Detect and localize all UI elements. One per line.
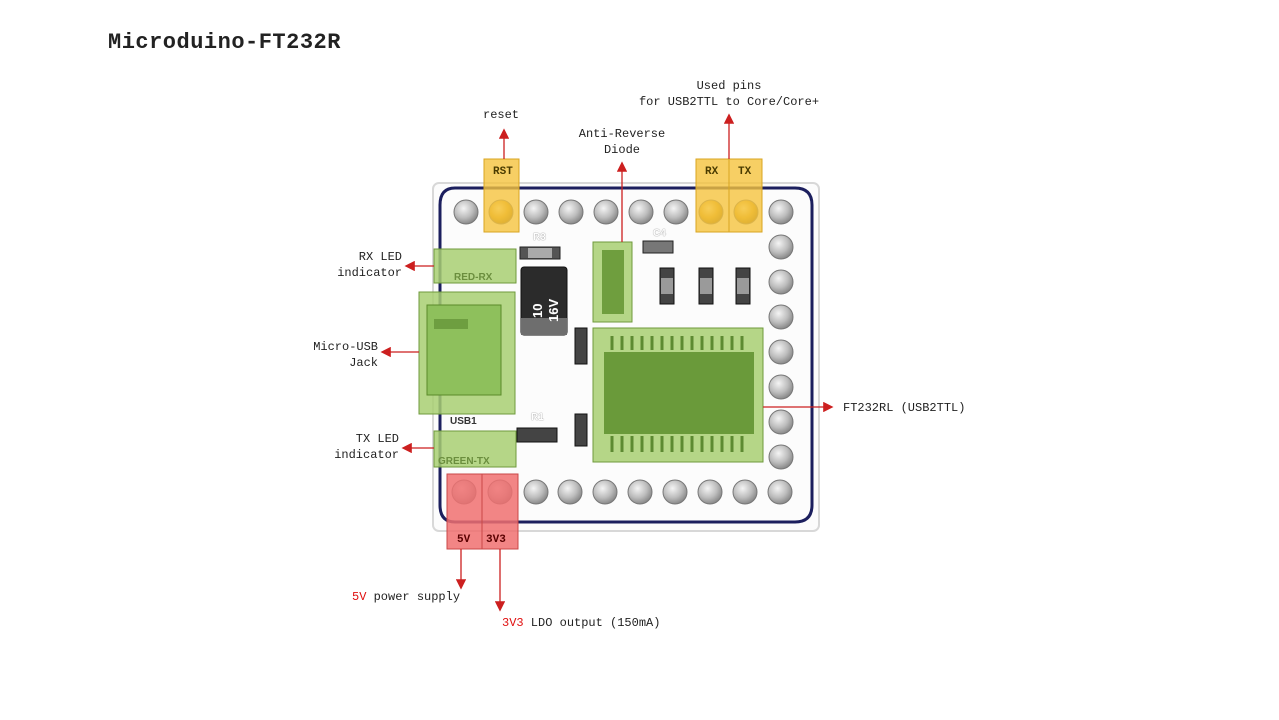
power-5v-prefix: 5V [352,590,367,604]
pcb-outline [438,186,814,524]
anti-reverse-line-2: Diode [603,143,640,157]
used-pins-label: Used pins for USB2TTL to Core/Core+ [619,78,839,110]
silk-c4: C4 [653,228,666,239]
power-5v-label: 5V power supply [352,589,460,605]
used-pins-line-1: Used pins [696,79,762,93]
tx-led-line-1: TX LED [355,432,399,446]
rst-pin-highlight [483,158,520,233]
5v-pin-highlight [446,473,483,550]
reset-label: reset [483,108,520,122]
silk-cap-value-1: 10 [530,303,545,318]
resistor-r4 [516,427,558,443]
used-pins-line-2: for USB2TTL to Core/Core+ [638,95,820,109]
page-title: Microduino-FT232R [108,30,341,55]
rx-led-line-2: indicator [337,266,402,280]
silk-red-rx: RED-RX [454,272,493,283]
capacitor-c3 [574,413,588,447]
silk-green-tx: GREEN-TX [438,456,490,467]
silk-r3: R3 [533,232,546,243]
tx-led-line-2: indicator [334,448,399,462]
rst-pin-label: RST [493,166,513,178]
chip-pins [610,336,744,452]
capacitor-c4 [642,240,674,254]
micro-usb-line-2: Jack [349,356,378,370]
power-5v-text: power supply [366,590,461,604]
ft232-label: FT232RL (USB2TTL) [843,401,966,415]
tx-led-highlight [433,430,517,468]
5v-pin-label: 5V [457,534,471,546]
rx-led-highlight [433,248,517,284]
rx-pin-label: RX [705,166,719,178]
micro-usb-line-1: Micro-USB [313,340,378,354]
tx-led-label: TX LED indicator [305,431,399,463]
annotation-arrows [380,113,834,612]
3v3-pin-label: 3V3 [486,534,506,546]
right-pin-column [768,234,794,470]
silk-usb1: USB1 [450,416,477,427]
micro-usb-label: Micro-USB Jack [290,339,378,371]
rx-led-label: RX LED indicator [310,249,402,281]
ldo-3v3-label: 3V3 LDO output (150mA) [502,615,660,631]
tx-pin-label: TX [738,166,752,178]
anti-reverse-label: Anti-Reverse Diode [560,126,684,158]
rx-led-line-1: RX LED [358,250,402,264]
silk-cap-value-2: 16V [546,298,561,322]
3v3-pin-highlight [481,473,519,550]
ldo-3v3-text: LDO output (150mA) [523,616,661,630]
capacitor-c1 [574,327,588,365]
ldo-3v3-prefix: 3V3 [502,616,524,630]
silk-r1-label: R1 [531,412,544,423]
anti-reverse-line-1: Anti-Reverse [578,127,666,141]
